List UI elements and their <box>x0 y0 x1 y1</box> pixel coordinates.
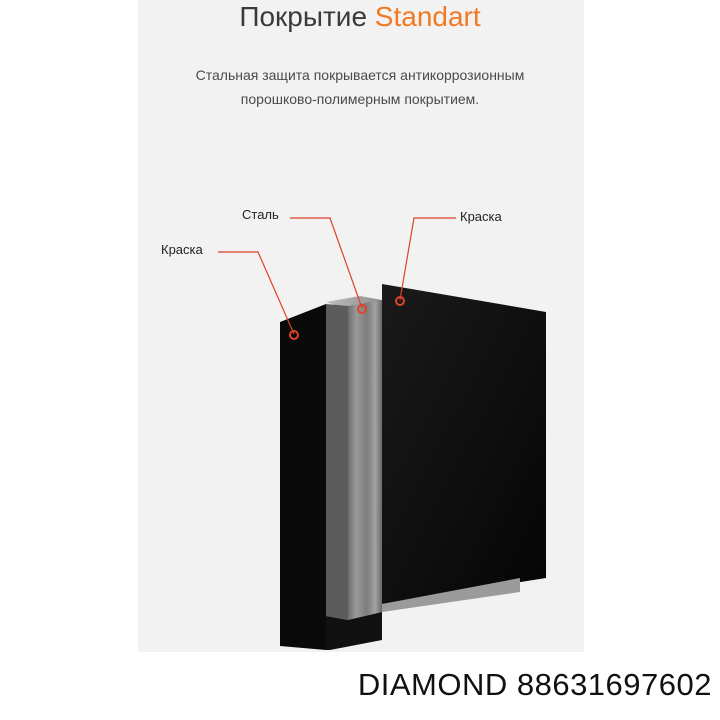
callout-label-steel: Сталь <box>242 207 279 222</box>
callout-label-paint-left: Краска <box>161 242 203 257</box>
page-title: Покрытие Standart <box>0 0 720 34</box>
product-caption: DIAMOND 88631697602 <box>358 664 712 706</box>
callout-line-paint-left <box>218 251 295 335</box>
callout-line-steel <box>290 217 363 309</box>
description-line-2: порошково-полимерным покрытием. <box>240 91 480 107</box>
title-prefix: Покрытие <box>239 1 368 32</box>
brand-name: DIAMOND <box>357 667 508 702</box>
callout-marker-paint-left <box>289 330 299 340</box>
callout-marker-paint-right <box>395 296 405 306</box>
description: Стальная защита покрывается антикоррозио… <box>0 63 720 111</box>
callout-label-paint-right: Краска <box>460 209 502 224</box>
title-accent: Standart <box>374 1 481 32</box>
steel-layer-side <box>326 304 348 620</box>
callout-marker-steel <box>357 304 367 314</box>
paint-layer-front-extension <box>326 612 382 650</box>
steel-layer-face <box>348 300 382 620</box>
steel-layer-underside <box>382 578 520 612</box>
callout-line-paint-right <box>399 217 456 301</box>
description-line-1: Стальная защита покрывается антикоррозио… <box>195 67 525 83</box>
paint-layer-back <box>382 284 546 604</box>
part-number: 88631697602 <box>516 667 712 702</box>
paint-layer-front <box>280 304 326 650</box>
